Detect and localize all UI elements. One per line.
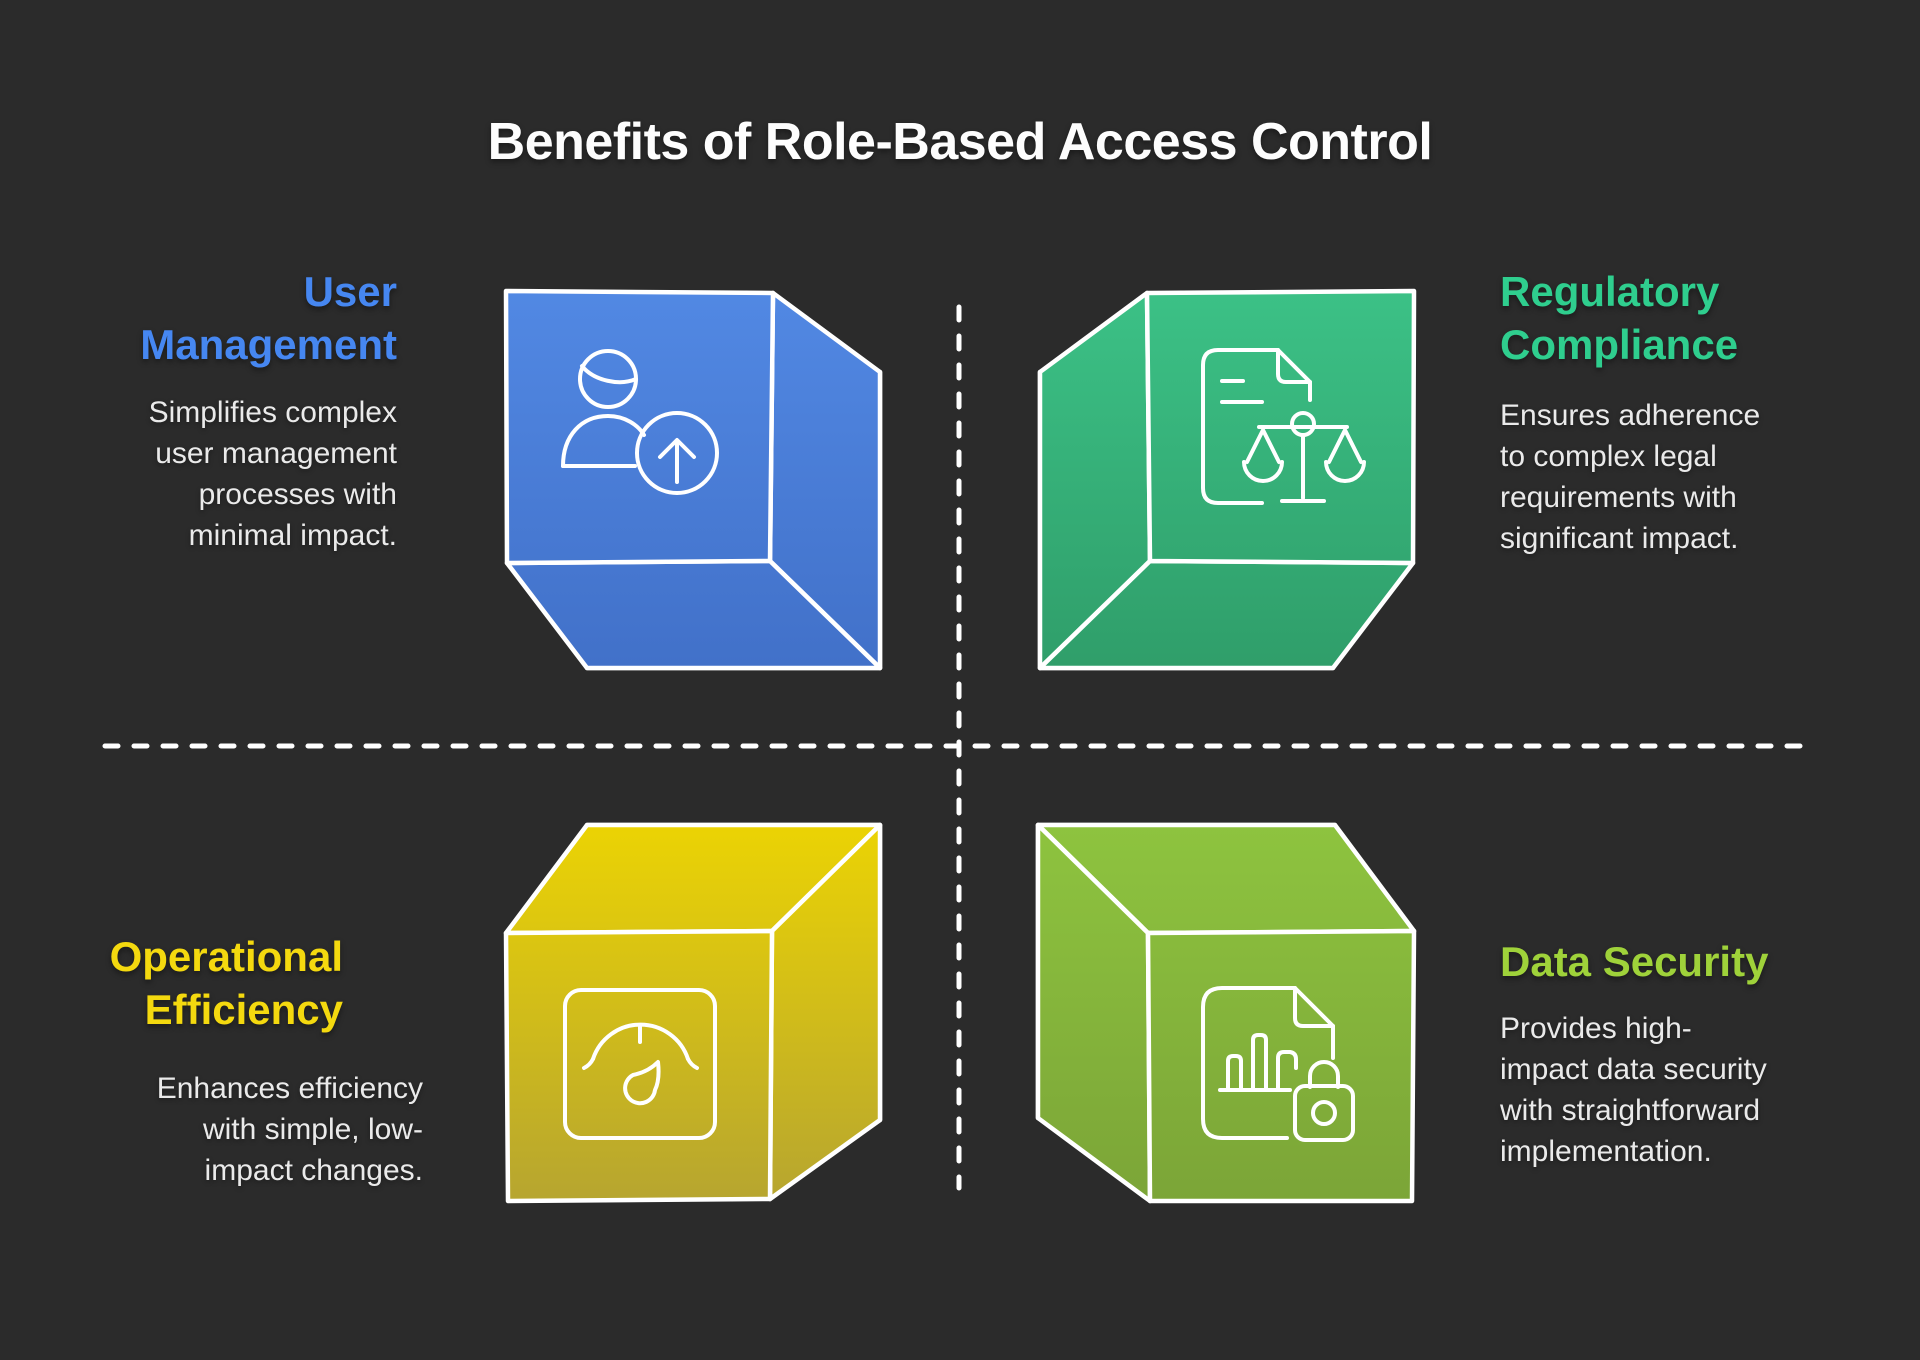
user-management-cube: [503, 288, 883, 671]
heading-operational-efficiency: Operational Efficiency: [109, 933, 343, 1033]
page-title: Benefits of Role-Based Access Control: [487, 113, 1433, 171]
heading-regulatory-compliance: Regulatory Compliance: [1500, 268, 1739, 368]
description-data-security: Provides high- impact data security with…: [1500, 1012, 1767, 1168]
operational-efficiency-cube: [503, 822, 883, 1204]
description-user-management: Simplifies complex user management proce…: [148, 396, 397, 552]
description-operational-efficiency: Enhances efficiency with simple, low- im…: [156, 1072, 423, 1187]
user-upload-icon: [561, 349, 719, 495]
chart-lock-icon: [1201, 986, 1355, 1142]
document-scales-icon: [1201, 348, 1366, 505]
gauge-icon: [563, 988, 717, 1140]
description-regulatory-compliance: Ensures adherence to complex legal requi…: [1500, 399, 1761, 555]
data-security-cube: [1035, 822, 1417, 1204]
heading-user-management: User Management: [140, 268, 397, 368]
heading-data-security: Data Security: [1500, 938, 1769, 985]
regulatory-compliance-cube: [1037, 288, 1417, 671]
